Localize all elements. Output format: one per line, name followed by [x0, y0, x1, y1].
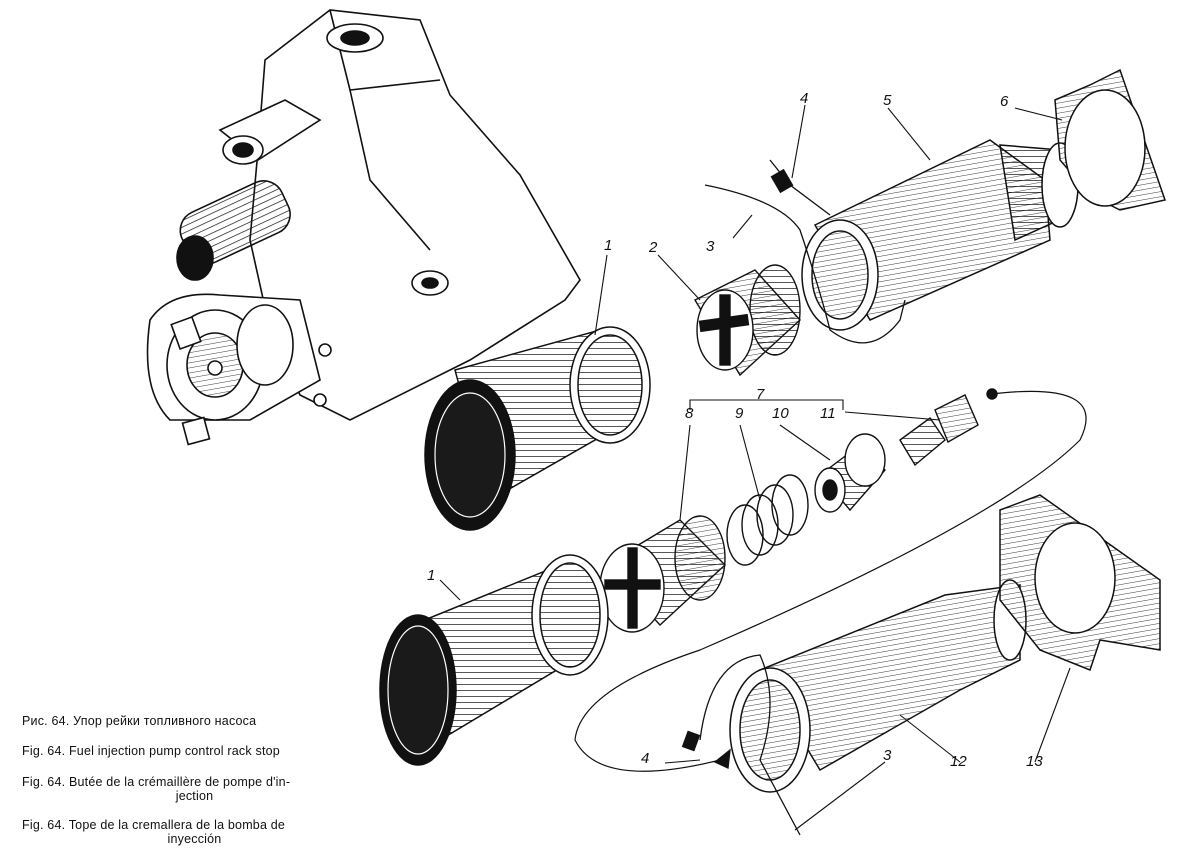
callout-6: 6: [1000, 93, 1009, 110]
sleeve-12: [729, 579, 1027, 793]
callout-3-lower: 3: [883, 747, 892, 764]
leader-lines: [439, 104, 1071, 831]
callout-10: 10: [772, 405, 789, 422]
caption-english-text: Fig. 64. Fuel injection pump control rac…: [22, 744, 280, 758]
washer-13: [999, 494, 1161, 671]
callout-11: 11: [820, 405, 836, 422]
caption-english: Fig. 64. Fuel injection pump control rac…: [22, 744, 280, 758]
caption-french-line2: jection: [175, 789, 214, 803]
callout-12: 12: [950, 753, 967, 770]
pump-housing: [146, 9, 581, 446]
caption-spanish-line2: inyección: [167, 832, 222, 846]
wire-seal-upper: [704, 159, 906, 344]
caption-french: Fig. 64. Butée de la crémaillère de pomp…: [22, 775, 367, 803]
callout-1-lower: 1: [427, 567, 435, 584]
callout-1-upper: 1: [604, 237, 612, 254]
callout-labels: 1 2 3 4 5 6 7 8 9 10 11 1 4 3 12 13: [427, 90, 1043, 770]
slotted-nut-2: [694, 264, 801, 377]
caption-spanish: Fig. 64. Tope de la cremallera de la bom…: [22, 818, 367, 846]
callout-2: 2: [648, 239, 658, 256]
caption-russian: Рис. 64. Упор рейки топливного насоса: [22, 714, 256, 728]
rack-stop-parts: [574, 388, 1087, 772]
caption-spanish-line1: Fig. 64. Tope de la cremallera de la bom…: [22, 818, 286, 832]
callout-4-upper: 4: [800, 90, 808, 107]
sleeve-5: [801, 139, 1079, 331]
callout-7: 7: [756, 386, 765, 403]
callout-9: 9: [735, 405, 744, 422]
callout-3-upper: 3: [706, 238, 715, 255]
callout-5: 5: [883, 92, 892, 109]
cap-upper: [424, 326, 651, 531]
callout-13: 13: [1026, 753, 1043, 770]
washer-6: [1054, 68, 1166, 211]
spring-9: [726, 474, 809, 566]
callout-8: 8: [685, 405, 694, 422]
callout-4-lower: 4: [641, 750, 649, 767]
wire-seal-lower: [681, 654, 801, 836]
caption-french-line1: Fig. 64. Butée de la crémaillère de pomp…: [22, 775, 291, 789]
caption-russian-text: Рис. 64. Упор рейки топливного насоса: [22, 714, 257, 728]
cap-lower: [379, 554, 609, 766]
